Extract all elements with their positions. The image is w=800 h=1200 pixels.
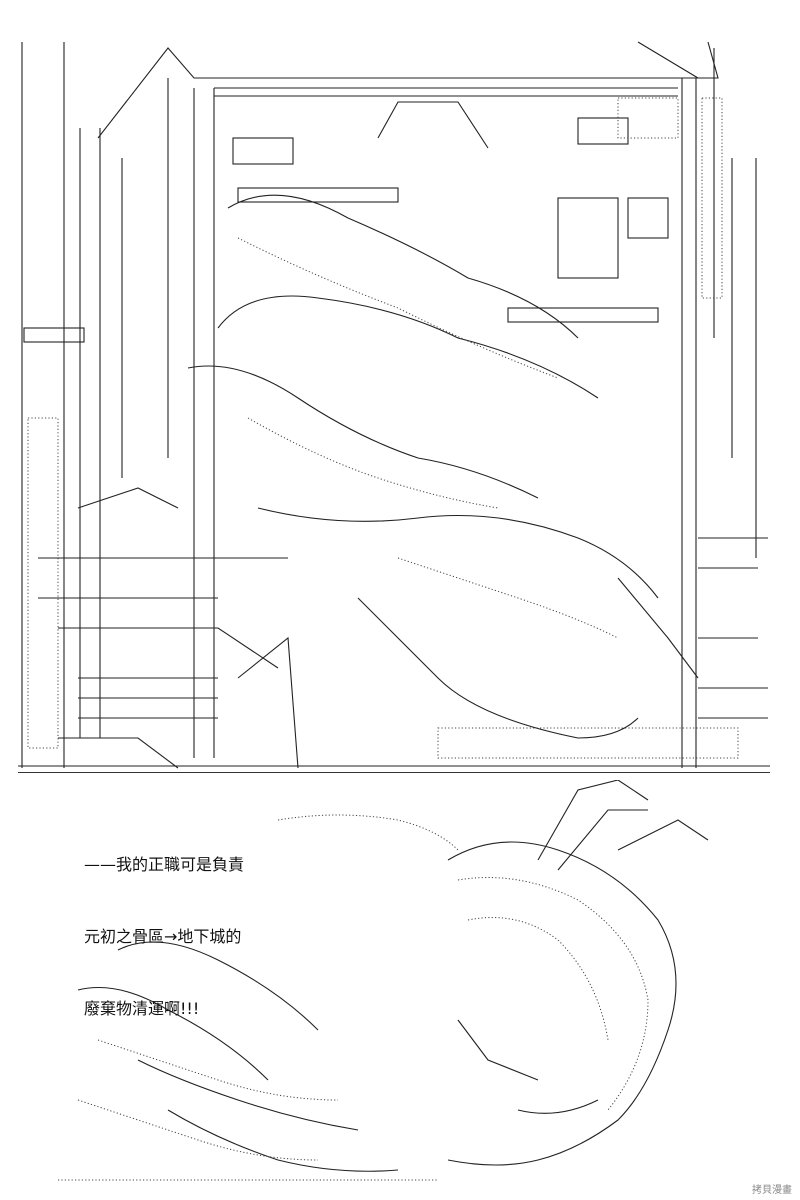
top-panel-ascii-art [18,38,770,770]
lower-left-furniture [38,487,299,769]
rabbit-ears [537,780,709,871]
right-wall-lines [681,48,757,768]
left-wall-lines [21,42,215,768]
ceiling-arch [97,41,719,149]
dotted-shading [27,97,739,759]
bottom-panel-ascii-art [18,780,782,1190]
panel-divider [18,772,770,773]
central-figure [187,194,659,739]
caption-line-2: 元初之骨區→地下城的 [84,927,242,946]
feathered-creature [77,814,459,1172]
rabbit-body [447,841,677,1166]
caption-line-3: 廢棄物清運啊!!! [84,999,200,1018]
speech-caption: ——我的正職可是負責 元初之骨區→地下城的 廢棄物清運啊!!! [84,805,244,1069]
room-ascii-illustration [18,41,770,769]
watermark: 拷貝漫畫 [752,1185,792,1196]
lower-right-structures [617,537,768,719]
rabbit-ascii-illustration [58,780,709,1181]
caption-line-1: ——我的正職可是負責 [84,855,245,874]
shelves [23,117,669,343]
